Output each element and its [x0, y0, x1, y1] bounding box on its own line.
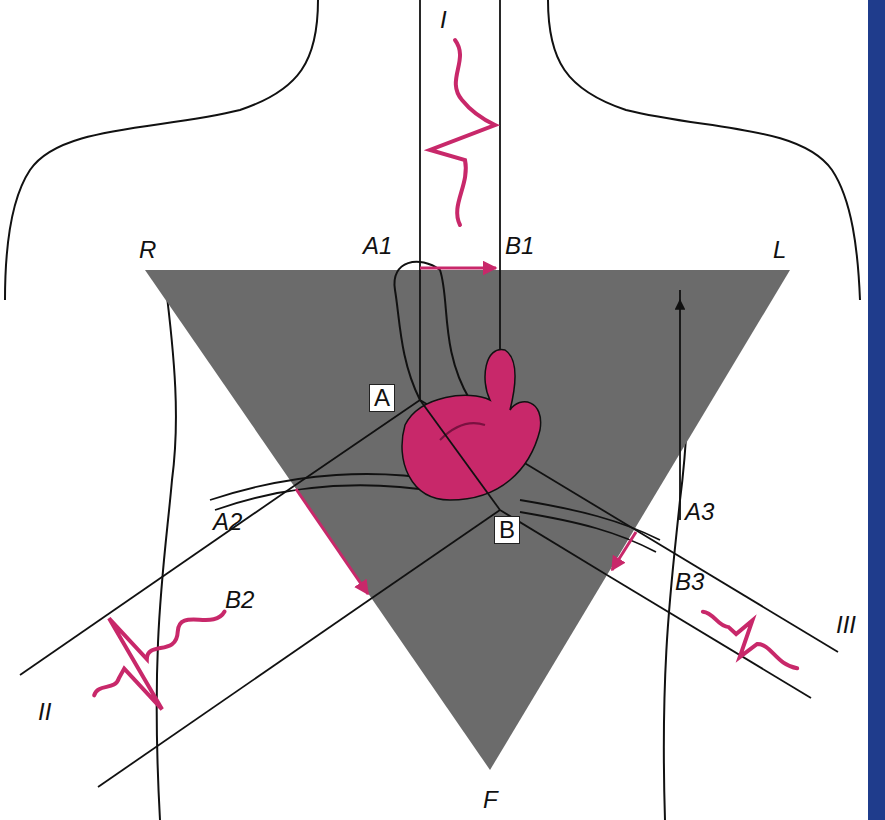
body-outline: [5, 0, 860, 820]
projection-label: B1: [505, 234, 534, 258]
vector-point: B: [494, 516, 520, 544]
limb-label: R: [139, 238, 156, 262]
projection-label: A3: [685, 500, 714, 524]
projection-label: B2: [225, 588, 254, 612]
heart-vector: [420, 400, 500, 510]
side-strip: [868, 0, 885, 820]
ecg-waveform: [63, 40, 806, 737]
lead-name: III: [836, 613, 856, 637]
limb-label: F: [483, 788, 498, 812]
projection-arrow: [296, 268, 636, 594]
lead-name: I: [440, 8, 447, 32]
projection-label: A2: [213, 510, 242, 534]
limb-label: L: [773, 238, 786, 262]
lead-band: [20, 0, 838, 787]
projection-label: B3: [675, 570, 704, 594]
projection-label: A1: [363, 234, 392, 258]
vector-point: A: [369, 384, 395, 412]
einthoven-triangle: [145, 270, 790, 770]
lead-name: II: [38, 700, 51, 724]
